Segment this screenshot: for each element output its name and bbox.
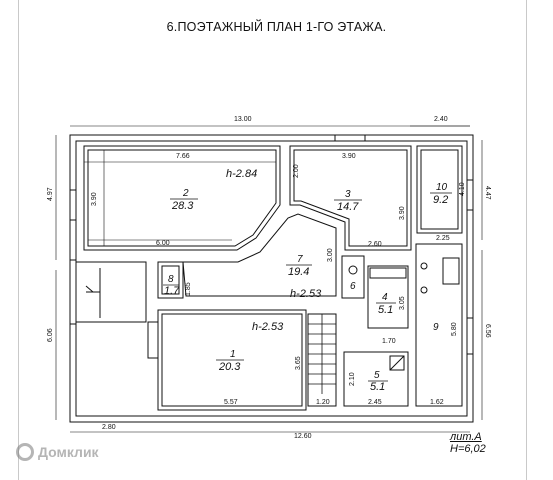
room-1-outline: [157, 309, 307, 411]
sheet-right-border: [526, 0, 527, 480]
building-letter: лит.А: [450, 431, 482, 443]
toilet-fixture: [348, 265, 358, 275]
room-5-fixture: [389, 355, 405, 371]
room-7-number: 7: [297, 254, 303, 265]
height-room-2: h-2.84: [226, 168, 257, 180]
room-5-area: 5.1: [370, 381, 385, 393]
bath-fixture: [369, 267, 407, 279]
dim-left-top: 4.97: [47, 187, 54, 201]
room-4-outline: [367, 265, 409, 329]
room-7-outline: [182, 213, 337, 297]
room-3-inner: [293, 149, 408, 247]
room-2-area: 28.3: [171, 200, 194, 212]
room-4-area: 5.1: [378, 304, 393, 316]
dim-r4-right: 3.05: [399, 296, 406, 310]
dim-r2-top: 7.66: [176, 153, 190, 160]
room-9-number: 9: [433, 322, 439, 333]
sheet-left-border: [18, 0, 19, 480]
room-3-outline: [289, 145, 412, 251]
window-right-1: [466, 179, 474, 211]
room-2-inner: [87, 149, 277, 247]
room-7-area: 19.4: [288, 266, 309, 278]
dim-right-top: 4.47: [484, 186, 491, 200]
dim-left-bottom: 6.06: [47, 328, 54, 342]
building-height: H=6,02: [450, 443, 486, 455]
room-8-outline: [157, 261, 184, 299]
dim-r2-left: 3.90: [91, 192, 98, 206]
dim-r9-right: 5.80: [451, 322, 458, 336]
dim-stair-bottom: 1.20: [316, 399, 330, 406]
central-stair: [307, 313, 337, 407]
room-1-inner: [161, 313, 303, 407]
dim-r5-top: 1.70: [382, 338, 396, 345]
room-6-outline: [341, 255, 365, 299]
stair-arrow-head: [85, 285, 94, 293]
room-10-inner: [420, 149, 459, 230]
dim-top-right: 2.40: [434, 116, 448, 123]
room-5-outline: [343, 351, 409, 407]
window-room1: [147, 321, 159, 359]
building-letter-block: лит.А H=6,02: [450, 431, 486, 455]
dim-r5-left: 2.10: [349, 372, 356, 386]
room-labels: 1 20.3 2 28.3 3 14.7 4 5.1 5 5.1 6 7 19.…: [163, 182, 452, 393]
window-left-2: [69, 259, 77, 325]
dim-right-bottom: 6.56: [484, 324, 491, 338]
dim-r10-w: 4.10: [459, 182, 466, 196]
room-8-area: 1.7: [164, 285, 180, 297]
dim-top-total: 13.00: [234, 116, 252, 123]
room-3-number: 3: [345, 189, 351, 200]
dim-r3-right: 3.90: [399, 206, 406, 220]
dim-r3-left: 2.00: [293, 164, 300, 178]
room-10-number: 10: [436, 182, 448, 193]
window-right-2: [466, 317, 474, 355]
room-4-number: 4: [382, 292, 388, 303]
dim-r2-bottom: 6.00: [156, 240, 170, 247]
dim-r9-bottom: 1.62: [430, 399, 444, 406]
watermark-text: Домклик: [38, 444, 99, 460]
room-10-outline: [416, 145, 463, 234]
dim-r1-bottom: 5.57: [224, 399, 238, 406]
outer-wall-outline: [69, 134, 474, 423]
dim-r9-top: 2.25: [436, 235, 450, 242]
dim-r5-bottom: 2.45: [368, 399, 382, 406]
dim-r7-mid: 3.00: [327, 248, 334, 262]
watermark-logo-icon: [16, 443, 34, 461]
height-room-7: h-2.53: [290, 288, 322, 300]
dim-r3-bottom: 2.60: [368, 241, 382, 248]
room-2-number: 2: [182, 188, 189, 199]
dim-r1-right: 3.65: [295, 356, 302, 370]
watermark: Домклик: [16, 443, 99, 461]
room-2-outline: [83, 145, 281, 251]
room-1-area: 20.3: [218, 361, 241, 373]
room-9-outline: [415, 243, 463, 407]
room-8-number: 8: [168, 274, 174, 285]
window-left-1: [69, 189, 77, 221]
room-8-inner: [161, 265, 180, 295]
room-5-number: 5: [374, 370, 380, 381]
window-top: [334, 134, 366, 142]
dim-bottom-total: 12.60: [294, 433, 312, 440]
kitchen-fixture: [442, 257, 460, 285]
room-1-number: 1: [230, 349, 236, 360]
room-6-number: 6: [350, 281, 356, 292]
dim-r8-right: 1.85: [185, 282, 192, 296]
dim-bottom-left: 2.80: [102, 424, 116, 431]
dim-r3-top: 3.90: [342, 153, 356, 160]
room-10-area: 9.2: [433, 194, 448, 206]
plan-title: 6.ПОЭТАЖНЫЙ ПЛАН 1-ГО ЭТАЖА.: [166, 20, 387, 34]
height-room-1: h-2.53: [252, 321, 284, 333]
room-3-area: 14.7: [337, 201, 359, 213]
